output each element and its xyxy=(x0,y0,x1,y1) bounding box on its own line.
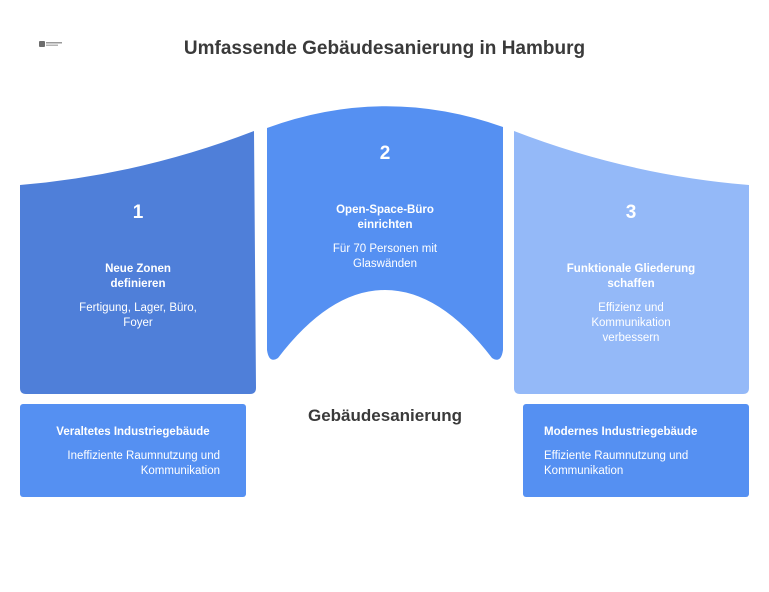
step-1-number: 1 xyxy=(132,202,144,223)
step-2-description: Für 70 Personen mit Glaswänden xyxy=(332,243,438,270)
step-3-shape xyxy=(514,131,749,394)
step-3-heading: Funktionale Gliederung schaffen xyxy=(566,263,696,290)
step-1-heading: Neue Zonen definieren xyxy=(105,263,171,290)
logo xyxy=(39,35,63,47)
step-2-heading: Open-Space-Büro einrichten xyxy=(336,204,434,231)
step-1-description: Fertigung, Lager, Büro, Foyer xyxy=(79,302,197,329)
step-3-number: 3 xyxy=(625,202,637,223)
step-1-shape xyxy=(20,131,256,394)
after-heading: Modernes Industriegebäude xyxy=(544,426,698,438)
after-box: Modernes Industriegebäude Effiziente Rau… xyxy=(523,404,749,497)
page-title: Umfassende Gebäudesanierung in Hamburg xyxy=(183,38,586,59)
center-label: Gebäudesanierung xyxy=(308,406,462,425)
step-3-description: Effizienz und Kommunikation verbessern xyxy=(591,302,671,344)
before-description: Ineffiziente Raumnutzung und Kommunikati… xyxy=(67,450,220,477)
after-description: Effiziente Raumnutzung und Kommunikation xyxy=(544,450,689,477)
step-2-number: 2 xyxy=(379,143,391,164)
before-box: Veraltetes Industriegebäude Ineffiziente… xyxy=(20,404,246,497)
step-2-shape xyxy=(267,106,503,360)
before-heading: Veraltetes Industriegebäude xyxy=(56,426,210,438)
